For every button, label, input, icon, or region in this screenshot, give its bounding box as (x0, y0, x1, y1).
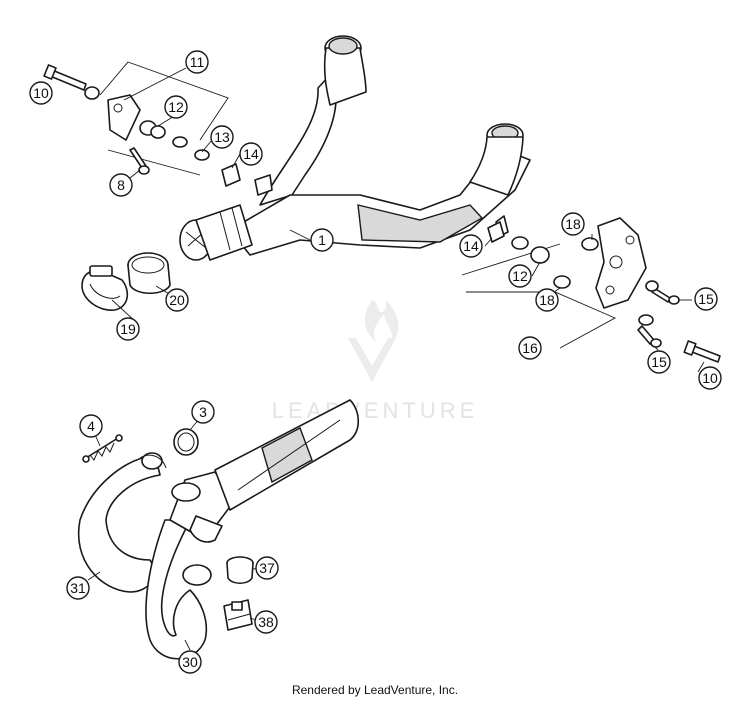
svg-text:10: 10 (702, 370, 718, 386)
callout-4[interactable]: 4 (79, 414, 103, 438)
svg-text:37: 37 (259, 560, 275, 576)
svg-text:31: 31 (70, 580, 86, 596)
callout-11[interactable]: 11 (185, 50, 209, 74)
svg-text:14: 14 (243, 146, 259, 162)
part-3-gasket[interactable] (173, 428, 199, 456)
callout-14-right[interactable]: 14 (459, 234, 483, 258)
callout-15-upper[interactable]: 15 (694, 287, 718, 311)
leadventure-watermark: LEADVENTURE (272, 300, 479, 423)
leader-lines (87, 67, 705, 651)
part-8-screw[interactable] (129, 147, 150, 175)
right-mount-hardware (461, 217, 721, 363)
svg-text:30: 30 (182, 654, 198, 670)
svg-text:15: 15 (698, 291, 714, 307)
callout-15-lower[interactable]: 15 (647, 350, 671, 374)
svg-text:11: 11 (190, 54, 205, 70)
callout-19[interactable]: 19 (116, 317, 140, 341)
callout-14-left[interactable]: 14 (239, 142, 263, 166)
left-mount-hardware (43, 61, 241, 187)
svg-text:12: 12 (512, 268, 528, 284)
callout-10-right[interactable]: 10 (698, 366, 722, 390)
callout-38[interactable]: 38 (254, 610, 278, 634)
callout-1[interactable]: 1 (310, 228, 334, 252)
part-12-rubber-right[interactable] (511, 236, 550, 264)
svg-text:15: 15 (651, 354, 667, 370)
svg-text:13: 13 (214, 129, 230, 145)
part-10-bolt-left[interactable] (43, 64, 100, 100)
part-header-collector[interactable] (214, 399, 360, 511)
svg-text:12: 12 (168, 99, 184, 115)
svg-text:10: 10 (33, 85, 49, 101)
part-18-washer-upper[interactable] (581, 237, 599, 251)
part-15-screw-lower[interactable] (637, 325, 662, 348)
callout-8[interactable]: 8 (109, 173, 133, 197)
callout-12-left[interactable]: 12 (164, 95, 188, 119)
part-10-bolt-right[interactable] (683, 340, 721, 363)
part-20-sleeve[interactable] (127, 252, 171, 295)
part-13-washer[interactable] (172, 136, 210, 161)
svg-text:38: 38 (258, 614, 274, 630)
svg-text:14: 14 (463, 238, 479, 254)
svg-text:4: 4 (87, 418, 95, 434)
callout-31[interactable]: 31 (66, 576, 90, 600)
svg-text:1: 1 (318, 232, 326, 248)
part-11-bracket[interactable] (107, 94, 141, 141)
callout-18-upper[interactable]: 18 (561, 212, 585, 236)
callout-37[interactable]: 37 (255, 556, 279, 580)
svg-text:3: 3 (199, 404, 207, 420)
part-37-sleeve[interactable] (226, 556, 254, 585)
part-1-y-pipe[interactable] (179, 35, 531, 261)
svg-text:8: 8 (117, 177, 125, 193)
part-18-washer-lower[interactable] (553, 275, 571, 289)
svg-text:20: 20 (169, 292, 185, 308)
part-31-header-pipe-left[interactable] (77, 452, 167, 593)
callout-18-lower[interactable]: 18 (535, 288, 559, 312)
callout-20[interactable]: 20 (165, 288, 189, 312)
callout-16[interactable]: 16 (518, 336, 542, 360)
callout-12-right[interactable]: 12 (508, 264, 532, 288)
part-16-bracket[interactable] (595, 217, 647, 309)
svg-text:16: 16 (522, 340, 538, 356)
part-14-clip-nut-right[interactable] (487, 221, 505, 243)
callout-30[interactable]: 30 (178, 650, 202, 674)
callout-3[interactable]: 3 (191, 400, 215, 424)
svg-text:19: 19 (120, 321, 136, 337)
part-30-header-pipe-right[interactable] (145, 471, 236, 660)
footer-credit: Rendered by LeadVenture, Inc. (292, 683, 458, 697)
callout-13[interactable]: 13 (210, 125, 234, 149)
part-14-clip-nut-left[interactable] (221, 163, 241, 187)
part-19-clamp[interactable] (81, 265, 129, 311)
part-washer-lower-right[interactable] (638, 280, 659, 326)
svg-text:18: 18 (539, 292, 555, 308)
svg-text:18: 18 (565, 216, 581, 232)
part-4-spring[interactable] (82, 434, 123, 463)
part-38-clamp[interactable] (223, 599, 253, 631)
watermark-text: LEADVENTURE (272, 398, 479, 423)
callout-10-left[interactable]: 10 (29, 81, 53, 105)
